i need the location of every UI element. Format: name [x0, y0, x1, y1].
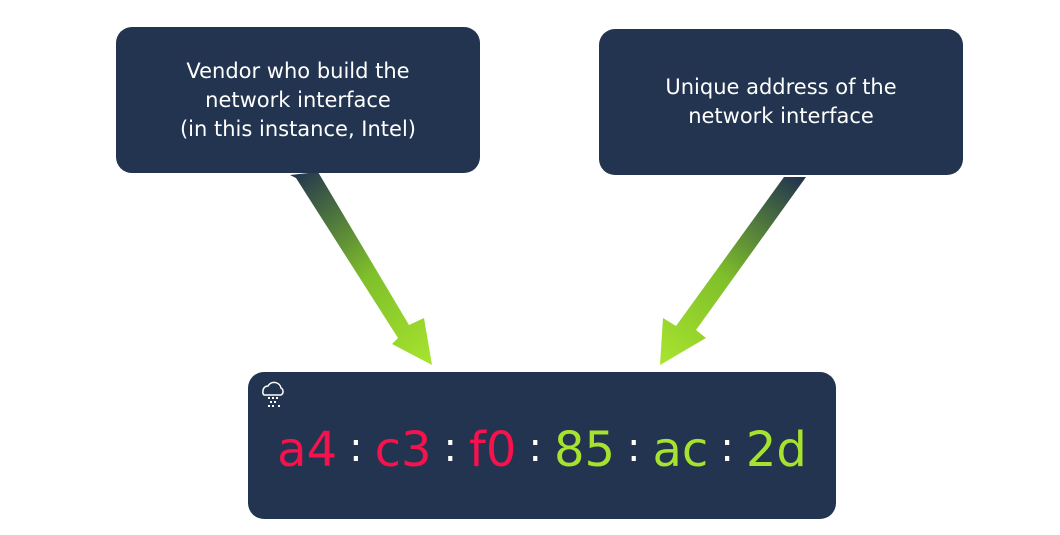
cloud-circuit-logo-icon	[262, 381, 284, 407]
vendor-callout-text: Vendor who build the network interface (…	[179, 58, 416, 141]
mac-separator: :	[528, 425, 542, 471]
mac-octet-3: f0	[469, 422, 517, 478]
mac-separator: :	[443, 425, 458, 471]
mac-octet-2: c3	[374, 422, 432, 478]
mac-address: a4 : c3 : f0 : 85 : ac : 2d	[248, 420, 836, 480]
device-callout: Unique address of the network interface	[599, 29, 963, 175]
arrow-device	[660, 177, 806, 365]
mac-address-box: a4 : c3 : f0 : 85 : ac : 2d	[248, 372, 836, 519]
mac-separator: :	[349, 425, 363, 471]
device-callout-text: Unique address of the network interface	[665, 75, 897, 128]
mac-separator: :	[720, 425, 734, 471]
mac-octet-4: 85	[553, 422, 616, 478]
mac-separator: :	[627, 425, 641, 471]
vendor-callout: Vendor who build the network interface (…	[116, 27, 480, 173]
arrow-vendor	[290, 172, 432, 365]
mac-octet-6: 2d	[745, 422, 807, 478]
mac-octet-5: ac	[652, 422, 709, 478]
mac-octet-1: a4	[277, 422, 338, 478]
